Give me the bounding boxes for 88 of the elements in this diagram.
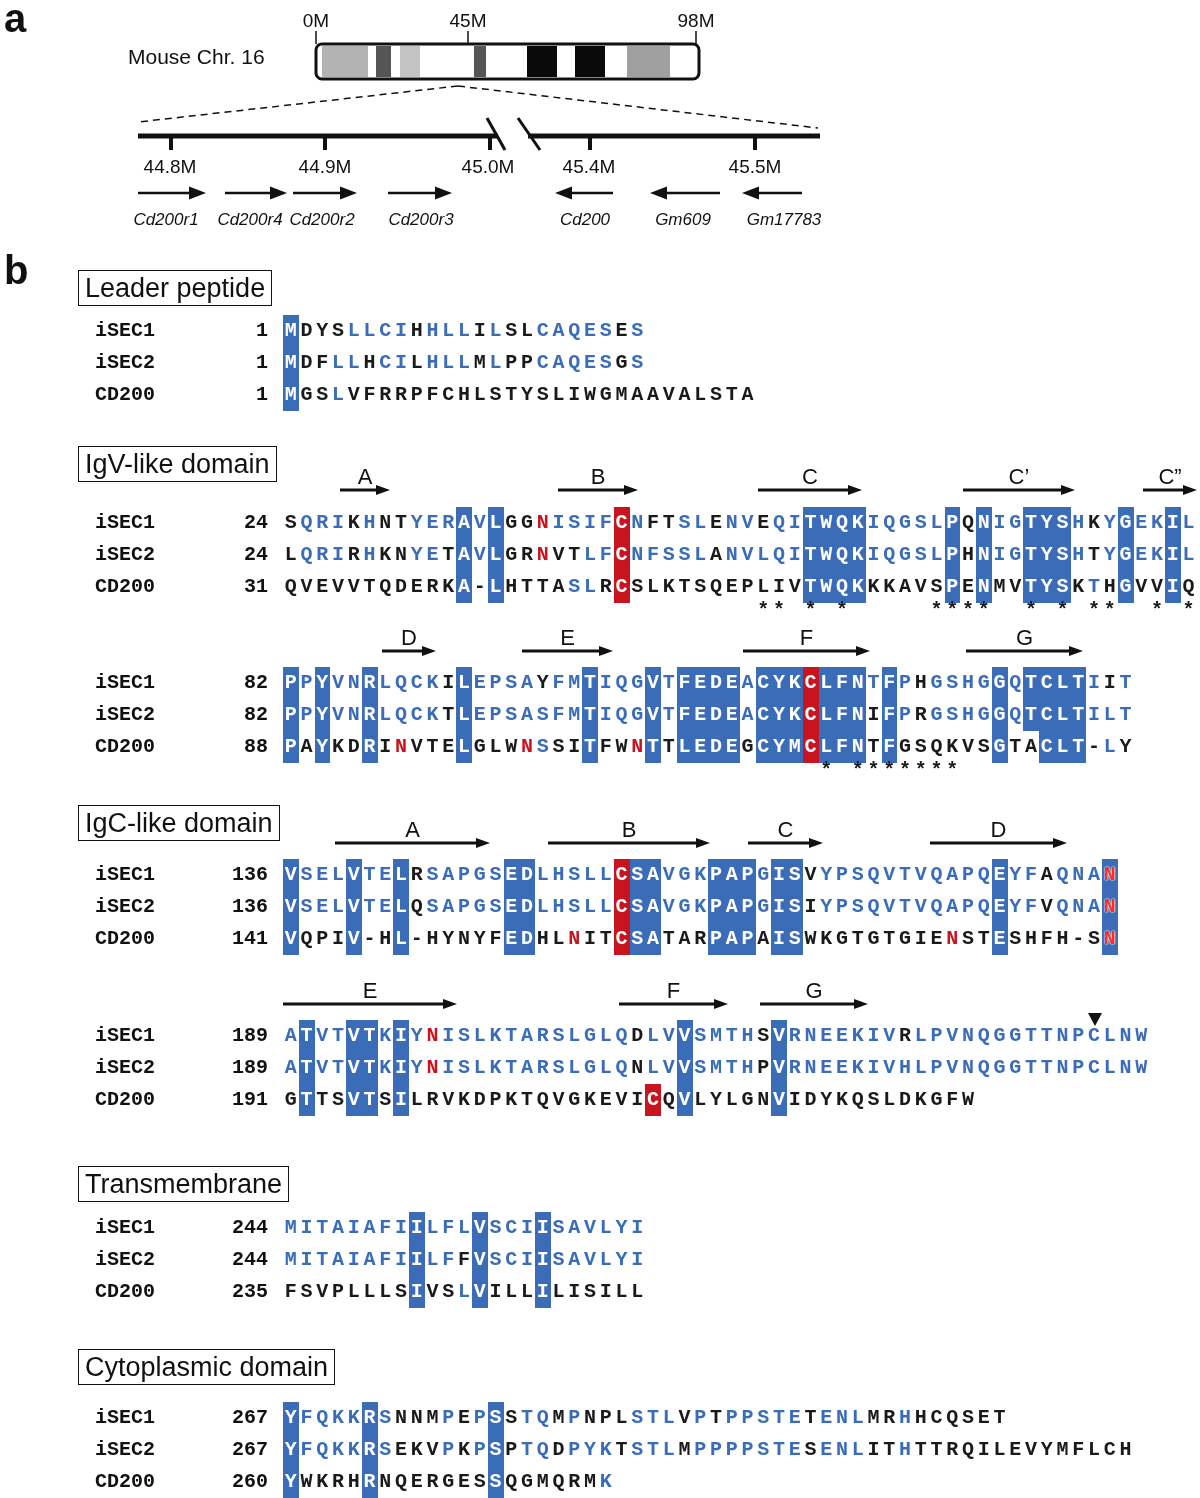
gene-name: Cd200r2 xyxy=(289,209,355,230)
scale-label: 45M xyxy=(449,8,487,32)
domain-title: Leader peptide xyxy=(85,273,266,303)
residue-number: 82 xyxy=(244,670,268,696)
residue-number: 88 xyxy=(244,734,268,760)
conservation-marks: * * * * * * * * xyxy=(819,758,960,777)
strand-label: G xyxy=(805,977,823,1004)
strand-label: B xyxy=(621,816,637,843)
sequence-name: iSEC2 xyxy=(95,542,155,568)
residue-number: 1 xyxy=(256,382,268,408)
sequence-name: iSEC1 xyxy=(95,670,155,696)
residue-number: 136 xyxy=(232,862,268,888)
residue-number: 189 xyxy=(232,1023,268,1049)
strand-label: D xyxy=(990,816,1007,843)
domain-header-box xyxy=(78,446,277,482)
residue-number: 244 xyxy=(232,1215,268,1241)
domain-title: Cytoplasmic domain xyxy=(85,1352,329,1382)
residue-number: 235 xyxy=(232,1279,268,1305)
residue-number: 141 xyxy=(232,926,268,952)
strand-label: G xyxy=(1015,624,1034,651)
scale-label: 0M xyxy=(302,8,330,32)
panel-label: b xyxy=(4,247,29,294)
domain-header-box xyxy=(78,270,273,306)
residue-number: 136 xyxy=(232,894,268,920)
residue-number: 189 xyxy=(232,1055,268,1081)
conservation-marks: ** * * **** * * ** * * xyxy=(756,598,1196,617)
strand-label: C” xyxy=(1158,463,1182,490)
sequence-name: iSEC2 xyxy=(95,1055,155,1081)
residue-number: 244 xyxy=(232,1247,268,1273)
residue-number: 260 xyxy=(232,1469,268,1495)
gene-name: Gm17783 xyxy=(746,209,822,230)
scale-label: 44.8M xyxy=(143,154,197,178)
residue-number: 24 xyxy=(244,542,268,568)
strand-label: C xyxy=(777,816,794,843)
domain-title: IgC-like domain xyxy=(85,808,273,838)
residue-number: 267 xyxy=(232,1405,268,1431)
sequence-name: iSEC1 xyxy=(95,1405,155,1431)
strand-label: F xyxy=(666,977,681,1004)
sequence-name: CD200 xyxy=(95,734,155,760)
strand-label: A xyxy=(405,816,420,843)
strand-label: C’ xyxy=(1008,463,1030,490)
strand-label: C xyxy=(802,463,818,490)
domain-title: IgV-like domain xyxy=(85,449,270,479)
residue-number: 31 xyxy=(244,574,268,600)
sequence-name: iSEC1 xyxy=(95,1023,155,1049)
panel-label: a xyxy=(4,0,27,42)
gene-name: Cd200r1 xyxy=(133,209,199,230)
sequence-name: CD200 xyxy=(95,1279,155,1305)
sequence-name: CD200 xyxy=(95,382,155,408)
sequence-name: iSEC1 xyxy=(95,862,155,888)
domain-header-box xyxy=(78,1349,336,1385)
domain-title: Transmembrane xyxy=(85,1169,283,1199)
sequence-name: iSEC2 xyxy=(95,350,155,376)
gene-name: Cd200 xyxy=(559,209,611,230)
sequence-name: CD200 xyxy=(95,1087,155,1113)
sequence-name: iSEC2 xyxy=(95,702,155,728)
residue-number: 1 xyxy=(256,350,268,376)
gene-name: Gm609 xyxy=(655,209,711,230)
domain-header-box xyxy=(78,805,280,841)
strand-label: F xyxy=(799,624,814,651)
sequence-name: CD200 xyxy=(95,1469,155,1495)
sequence-name: iSEC2 xyxy=(95,1247,155,1273)
scale-label: 98M xyxy=(677,8,715,32)
domain-header-box xyxy=(78,1166,290,1202)
scale-label: 44.9M xyxy=(298,154,352,178)
sequence-name: iSEC1 xyxy=(95,318,155,344)
residue-number: 1 xyxy=(256,318,268,344)
strand-label: D xyxy=(401,624,417,651)
sequence-name: iSEC1 xyxy=(95,510,155,536)
residue-number: 24 xyxy=(244,510,268,536)
sequence-name: iSEC2 xyxy=(95,894,155,920)
strand-label: E xyxy=(560,624,575,651)
residue-number: 191 xyxy=(232,1087,268,1113)
sequence-name: CD200 xyxy=(95,574,155,600)
strand-label: B xyxy=(590,463,606,490)
strand-label: A xyxy=(357,463,373,490)
scale-label: 45.5M xyxy=(728,154,782,178)
sequence-name: iSEC2 xyxy=(95,1437,155,1463)
scale-label: 45.0M xyxy=(461,154,515,178)
gene-name: Cd200r4 xyxy=(217,209,283,230)
gene-name: Cd200r3 xyxy=(388,209,454,230)
strand-label: E xyxy=(362,977,378,1004)
sequence-name: iSEC1 xyxy=(95,1215,155,1241)
residue-number: 267 xyxy=(232,1437,268,1463)
chromosome-label: Mouse Chr. 16 xyxy=(128,44,265,70)
scale-label: 45.4M xyxy=(562,154,616,178)
residue-number: 82 xyxy=(244,702,268,728)
sequence-name: CD200 xyxy=(95,926,155,952)
